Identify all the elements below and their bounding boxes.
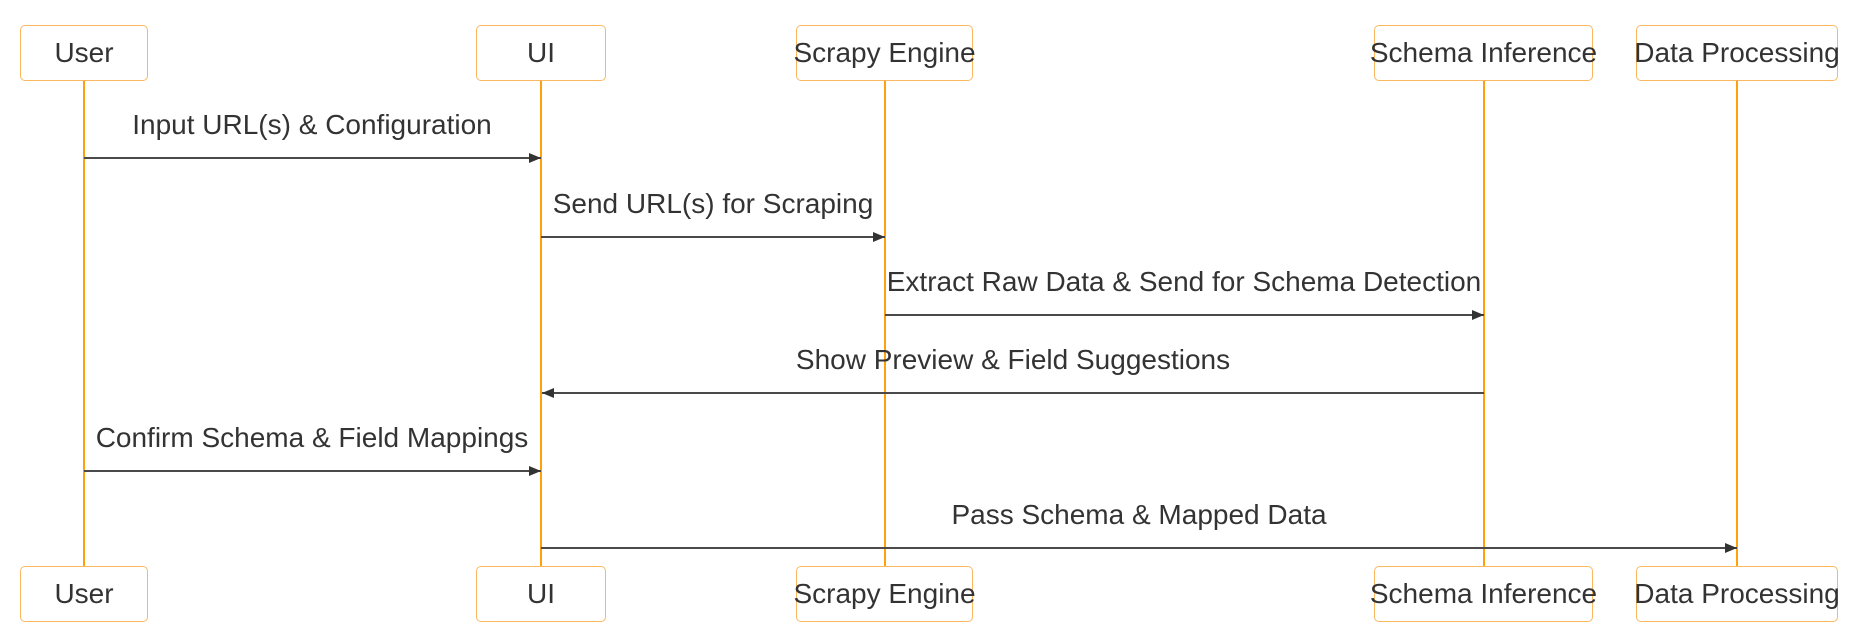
- actor-label-ui: UI: [527, 578, 555, 609]
- message-line-input-urls: [84, 157, 541, 159]
- arrowhead-right-icon: [873, 232, 885, 242]
- message-label-show-preview: Show Preview & Field Suggestions: [795, 344, 1231, 375]
- actor-label-schema-inference: Schema Inference: [1369, 37, 1598, 68]
- actor-label-scrapy-engine: Scrapy Engine: [793, 578, 976, 609]
- message-line-pass-schema: [541, 547, 1737, 549]
- actor-label-scrapy-engine: Scrapy Engine: [793, 37, 976, 68]
- actor-label-user: User: [54, 37, 114, 68]
- message-line-show-preview: [542, 392, 1484, 394]
- lifeline-user: [83, 81, 85, 566]
- actor-box-user-bottom: User: [20, 566, 148, 622]
- actor-label-ui: UI: [527, 37, 555, 68]
- message-line-send-urls: [541, 236, 885, 238]
- lifeline-data-processing: [1736, 81, 1738, 566]
- lifeline-scrapy-engine: [884, 81, 886, 566]
- actor-box-schema-inference-top: Schema Inference: [1370, 25, 1597, 81]
- arrowhead-right-icon: [1725, 543, 1737, 553]
- lifeline-schema-inference: [1483, 81, 1485, 566]
- actor-box-scrapy-engine-bottom: Scrapy Engine: [793, 566, 976, 622]
- actor-box-user-top: User: [20, 25, 148, 81]
- message-line-confirm-schema: [84, 470, 541, 472]
- message-label-confirm-schema: Confirm Schema & Field Mappings: [95, 422, 529, 453]
- actor-box-ui-bottom: UI: [476, 566, 606, 622]
- arrowhead-right-icon: [529, 466, 541, 476]
- lifeline-ui: [540, 81, 542, 566]
- actor-box-scrapy-engine-top: Scrapy Engine: [793, 25, 976, 81]
- message-line-extract-raw-data: [885, 314, 1484, 316]
- message-label-send-urls: Send URL(s) for Scraping: [552, 188, 874, 219]
- actor-label-data-processing: Data Processing: [1634, 37, 1840, 68]
- actor-box-data-processing-top: Data Processing: [1634, 25, 1840, 81]
- actor-label-data-processing: Data Processing: [1634, 578, 1840, 609]
- actor-box-schema-inference-bottom: Schema Inference: [1370, 566, 1597, 622]
- message-label-extract-raw-data: Extract Raw Data & Send for Schema Detec…: [886, 266, 1482, 297]
- message-label-input-urls: Input URL(s) & Configuration: [132, 109, 492, 140]
- actor-label-user: User: [54, 578, 114, 609]
- actor-box-data-processing-bottom: Data Processing: [1634, 566, 1840, 622]
- actor-box-ui-top: UI: [476, 25, 606, 81]
- arrowhead-right-icon: [1472, 310, 1484, 320]
- arrowhead-left-icon: [542, 388, 554, 398]
- message-label-pass-schema: Pass Schema & Mapped Data: [951, 499, 1327, 530]
- actor-label-schema-inference: Schema Inference: [1369, 578, 1598, 609]
- arrowhead-right-icon: [529, 153, 541, 163]
